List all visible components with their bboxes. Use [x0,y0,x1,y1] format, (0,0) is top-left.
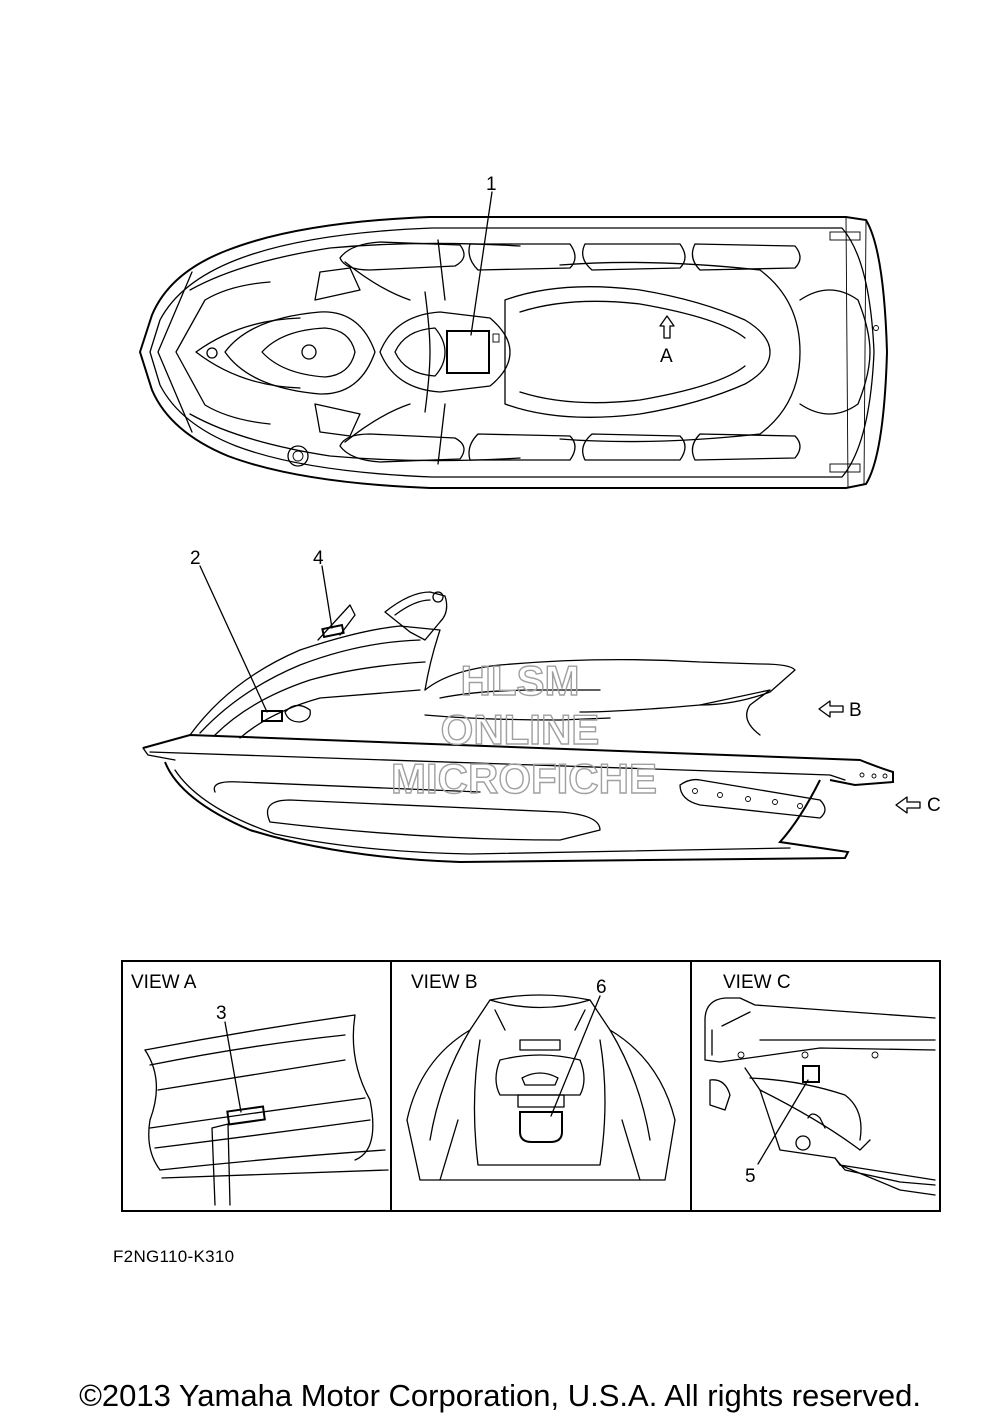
callout-6: 6 [596,977,607,998]
callout-3-leader [224,1021,242,1113]
watermark: HLSM ONLINE MICROFICHE [390,656,657,802]
diagram-code: F2NG110-K310 [113,1247,235,1266]
callout-5: 5 [745,1166,756,1187]
callout-2: 2 [190,548,201,569]
view-a-arrow-label: A [660,346,673,367]
view-c-label: VIEW C [723,972,791,993]
copyright-notice: ©2013 Yamaha Motor Corporation, U.S.A. A… [79,1378,921,1413]
detail-views-panel [121,960,941,1212]
view-c-arrow [895,796,921,814]
watermark-line-1: HLSM [461,657,580,704]
callout-1-label-area [446,330,490,374]
view-b-drawing [406,994,676,1181]
watermark-line-2: ONLINE [441,706,600,753]
callout-1-leader [470,191,493,336]
callout-2-leader [199,565,268,713]
callout-1: 1 [486,174,497,195]
view-a-drawing [144,1014,389,1206]
view-c-arrow-label: C [927,795,941,816]
top-view-watercraft [138,216,889,489]
view-b-arrow-label: B [849,700,862,721]
watermark-line-3: MICROFICHE [391,755,657,802]
view-a-label: VIEW A [131,972,197,993]
view-c-drawing [704,997,936,1196]
callout-6-leader [550,995,601,1117]
callout-4: 4 [313,548,324,569]
callout-5-leader [757,1079,809,1165]
view-b-label: VIEW B [411,972,478,993]
callout-3: 3 [216,1003,227,1024]
view-b-arrow [818,700,844,718]
side-view-watercraft [142,591,921,864]
callout-4-leader [321,565,333,629]
view-a-arrow [659,315,675,339]
